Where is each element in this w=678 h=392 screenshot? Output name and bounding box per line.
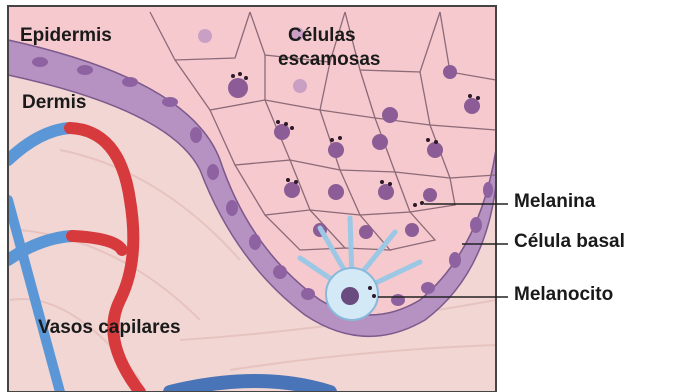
label-dermis: Dermis [22, 93, 86, 114]
label-epidermis: Epidermis [20, 26, 112, 47]
label-celulas-escamosas-1: Células [288, 26, 356, 47]
label-vasos-capilares: Vasos capilares [38, 318, 181, 339]
label-celulas-escamosas-2: escamosas [278, 50, 380, 71]
label-melanocito: Melanocito [514, 285, 613, 306]
label-melanina: Melanina [514, 192, 595, 213]
label-celula-basal: Célula basal [514, 232, 625, 253]
